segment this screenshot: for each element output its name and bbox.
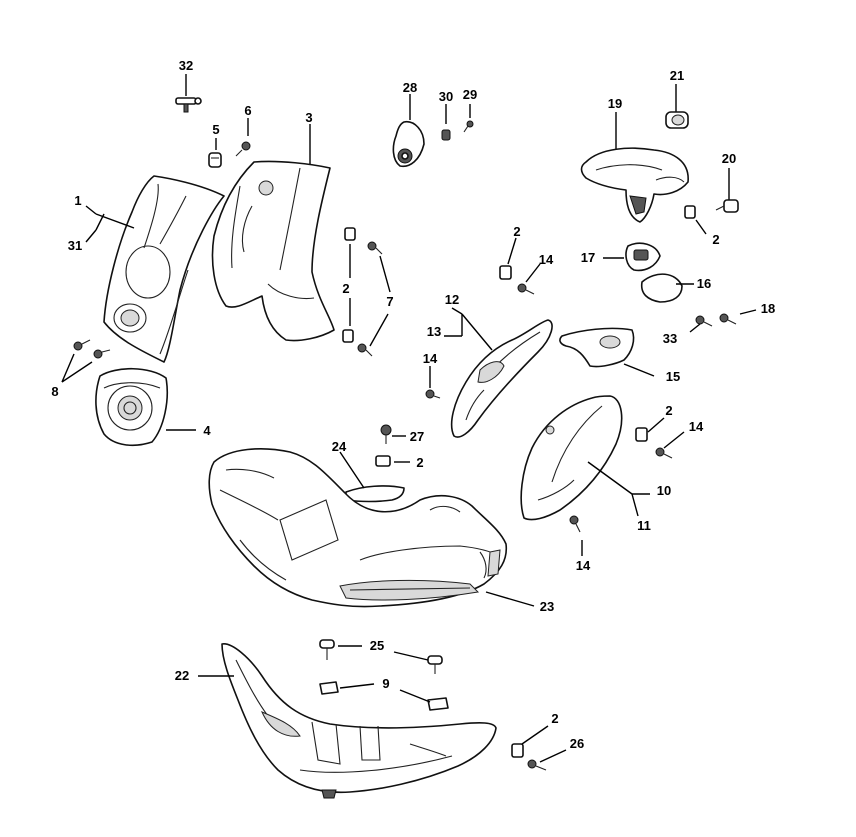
part-29-screw bbox=[463, 104, 474, 133]
callout-24: 24 bbox=[332, 439, 347, 454]
callout-3: 3 bbox=[305, 110, 312, 125]
part-2-clip-right-upper bbox=[684, 205, 707, 235]
callout-2-bottom: 2 bbox=[551, 711, 558, 726]
callout-25: 25 bbox=[370, 638, 384, 653]
part-3-leg-shield bbox=[211, 124, 335, 342]
callout-9: 9 bbox=[382, 676, 389, 691]
part-2-clip-upper bbox=[342, 227, 356, 343]
callout-14-left: 14 bbox=[423, 351, 438, 366]
part-33-screw bbox=[689, 315, 713, 333]
callout-2-right: 2 bbox=[665, 403, 672, 418]
callout-2-upper-right: 2 bbox=[712, 232, 719, 247]
callout-2-center: 2 bbox=[416, 455, 423, 470]
callout-1: 1 bbox=[74, 193, 81, 208]
callout-20: 20 bbox=[722, 151, 736, 166]
callout-2-mid: 2 bbox=[513, 224, 520, 239]
part-25-bolts bbox=[319, 639, 443, 674]
part-12-side-cover bbox=[444, 307, 553, 438]
part-30-nut bbox=[441, 104, 451, 141]
callout-27: 27 bbox=[410, 429, 424, 444]
callout-31: 31 bbox=[68, 238, 82, 253]
callout-15: 15 bbox=[666, 369, 680, 384]
part-14-screw-mid bbox=[517, 263, 541, 295]
callout-7: 7 bbox=[386, 294, 393, 309]
callout-30: 30 bbox=[439, 89, 453, 104]
part-26-screw bbox=[527, 749, 567, 771]
callout-14-bottom: 14 bbox=[576, 558, 591, 573]
part-22-lower-cover bbox=[198, 643, 497, 799]
callout-22: 22 bbox=[175, 668, 189, 683]
callout-4: 4 bbox=[203, 423, 211, 438]
part-4-headlight-housing bbox=[95, 367, 196, 447]
callout-11: 11 bbox=[637, 518, 651, 533]
part-7-screws bbox=[357, 241, 391, 357]
part-2-clip-mid bbox=[499, 237, 517, 280]
callout-29: 29 bbox=[463, 87, 477, 102]
callout-21: 21 bbox=[670, 68, 684, 83]
part-17-switch-bracket bbox=[603, 242, 661, 272]
callout-labels: 32 6 5 3 1 31 2 7 8 4 28 30 29 21 19 20 … bbox=[51, 58, 775, 751]
part-6-screw bbox=[235, 118, 251, 157]
part-27-screw bbox=[380, 424, 406, 444]
callout-8: 8 bbox=[51, 384, 58, 399]
part-2-clip-bottom bbox=[511, 725, 549, 758]
part-5-clip bbox=[208, 138, 222, 168]
part-20-screw bbox=[715, 168, 739, 213]
leader-1-31 bbox=[85, 205, 135, 243]
callout-26: 26 bbox=[570, 736, 584, 751]
callout-14-mid: 14 bbox=[539, 252, 554, 267]
part-32-bolt bbox=[175, 74, 202, 113]
part-18-screw bbox=[719, 309, 757, 325]
callout-19: 19 bbox=[608, 96, 622, 111]
part-9-clips bbox=[319, 681, 449, 711]
callout-13: 13 bbox=[427, 324, 441, 339]
callout-12: 12 bbox=[445, 292, 459, 307]
callout-14-right: 14 bbox=[689, 419, 704, 434]
part-15-rear-cover bbox=[559, 327, 655, 377]
part-10-side-panel bbox=[520, 395, 650, 521]
part-8-screws bbox=[61, 339, 111, 383]
part-14-screw-left bbox=[425, 366, 441, 399]
part-2-clip-center bbox=[375, 455, 410, 467]
callout-28: 28 bbox=[403, 80, 417, 95]
part-14-screw-bottom bbox=[569, 515, 583, 556]
callout-10: 10 bbox=[657, 483, 671, 498]
part-2-clip-right-lower bbox=[635, 417, 665, 442]
part-14-screw-right bbox=[655, 431, 685, 459]
part-28-lock-cover bbox=[392, 94, 425, 168]
callout-18: 18 bbox=[761, 301, 775, 316]
part-19-handlebar-rear-cover bbox=[580, 112, 689, 223]
part-21-grommet bbox=[665, 84, 689, 129]
callout-2-left: 2 bbox=[342, 281, 349, 296]
part-23-floor-panel bbox=[208, 448, 535, 608]
callout-17: 17 bbox=[581, 250, 595, 265]
callout-23: 23 bbox=[540, 599, 554, 614]
part-1-front-inner-panel bbox=[103, 175, 225, 363]
part-24-strip bbox=[339, 451, 405, 503]
callout-6: 6 bbox=[244, 103, 251, 118]
callout-16: 16 bbox=[697, 276, 711, 291]
callout-32: 32 bbox=[179, 58, 193, 73]
callout-33: 33 bbox=[663, 331, 677, 346]
callout-5: 5 bbox=[212, 122, 219, 137]
part-16-cap bbox=[640, 273, 694, 303]
